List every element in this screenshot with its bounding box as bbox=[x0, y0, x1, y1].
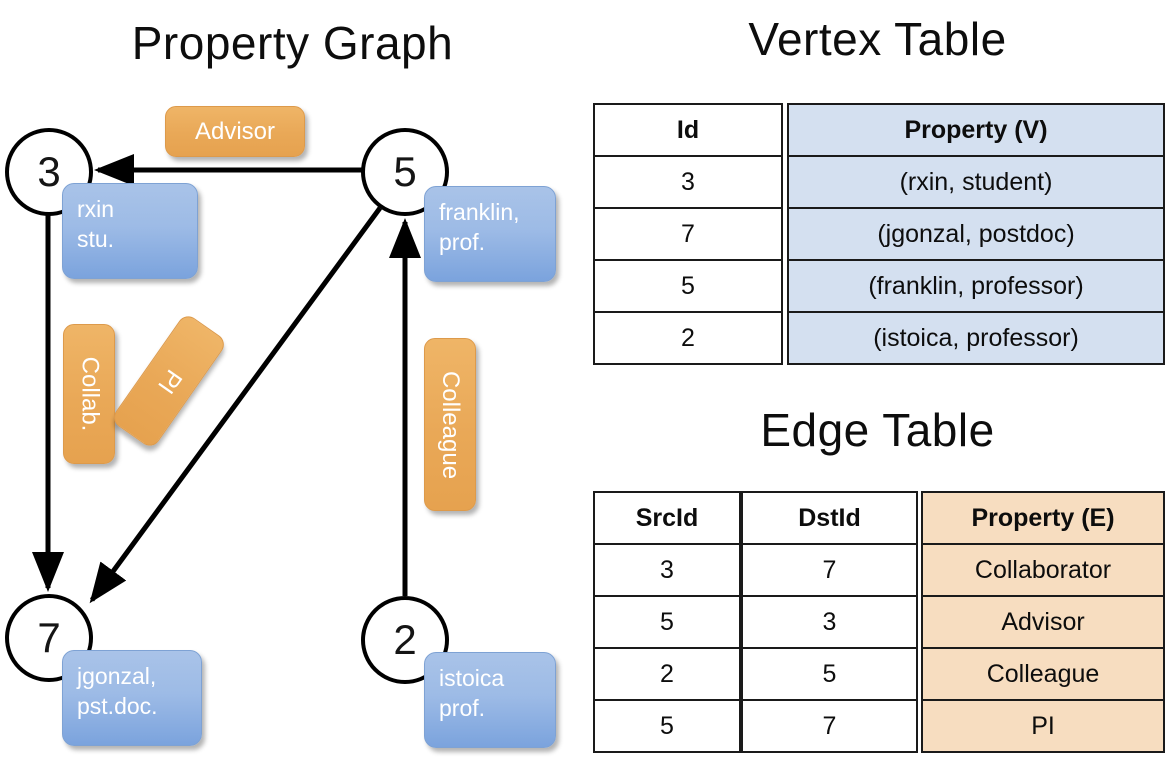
vertex-property-callout-7-line2: pst.doc. bbox=[77, 693, 158, 719]
vertex-table-id-body: Id 3 7 5 2 bbox=[593, 103, 783, 365]
vertex-table-cell-property: (rxin, student) bbox=[787, 155, 1165, 209]
edge-table-cell-property: PI bbox=[921, 699, 1165, 753]
edge-table-cell-srcid: 5 bbox=[593, 699, 741, 753]
vertex-node-7-label: 7 bbox=[37, 614, 61, 661]
vertex-property-callout-3-line1: rxin bbox=[77, 196, 115, 222]
vertex-node-2[interactable]: 2 bbox=[361, 596, 449, 684]
edge-table-dstid-column: DstId 7 3 5 7 bbox=[741, 491, 918, 753]
vertex-node-3-label: 3 bbox=[37, 148, 61, 195]
table-row: Collaborator bbox=[921, 543, 1165, 597]
edge-label-collab: Collab. bbox=[63, 324, 115, 464]
edge-table-header-srcid: SrcId bbox=[593, 491, 741, 545]
vertex-table-cell-id: 7 bbox=[593, 207, 783, 261]
table-row: (istoica, professor) bbox=[787, 311, 1165, 365]
edge-table-dstid-body: DstId 7 3 5 7 bbox=[741, 491, 918, 753]
vertex-property-callout-3: rxin stu. bbox=[62, 183, 198, 279]
vertex-table-cell-id: 3 bbox=[593, 155, 783, 209]
vertex-table-cell-property: (franklin, professor) bbox=[787, 259, 1165, 313]
vertex-table-header-property: Property (V) bbox=[787, 103, 1165, 157]
vertex-table-header-id: Id bbox=[593, 103, 783, 157]
vertex-table-cell-property: (jgonzal, postdoc) bbox=[787, 207, 1165, 261]
vertex-property-callout-5: franklin, prof. bbox=[424, 186, 556, 282]
table-row: 5 bbox=[593, 699, 741, 753]
table-row: Colleague bbox=[921, 647, 1165, 701]
vertex-property-callout-2-line2: prof. bbox=[439, 695, 486, 721]
edge-table-property-body: Property (E) Collaborator Advisor Collea… bbox=[921, 491, 1165, 753]
table-header-row: Property (E) bbox=[921, 491, 1165, 545]
vertex-node-5[interactable]: 5 bbox=[361, 128, 449, 216]
vertex-table-property-column: Property (V) (rxin, student) (jgonzal, p… bbox=[787, 103, 1165, 365]
table-row: 7 bbox=[741, 699, 918, 753]
table-row: 3 bbox=[593, 543, 741, 597]
vertex-table-id-column: Id 3 7 5 2 bbox=[593, 103, 783, 365]
vertex-node-2-label: 2 bbox=[393, 616, 417, 663]
vertex-property-callout-7-line1: jgonzal, bbox=[77, 663, 157, 689]
table-row: 7 bbox=[593, 207, 783, 261]
edge-table-cell-dstid: 7 bbox=[741, 699, 918, 753]
table-row: 7 bbox=[741, 543, 918, 597]
vertex-table-cell-id: 5 bbox=[593, 259, 783, 313]
property-graph-diagram: 3 5 7 2 rxin stu. franklin, prof. jgonza… bbox=[5, 106, 556, 748]
vertex-table-property-body: Property (V) (rxin, student) (jgonzal, p… bbox=[787, 103, 1165, 365]
edge-table-cell-srcid: 3 bbox=[593, 543, 741, 597]
vertex-table-cell-property: (istoica, professor) bbox=[787, 311, 1165, 365]
edge-table-cell-property: Colleague bbox=[921, 647, 1165, 701]
vertex-node-5-label: 5 bbox=[393, 148, 417, 195]
table-row: (jgonzal, postdoc) bbox=[787, 207, 1165, 261]
table-header-row: Property (V) bbox=[787, 103, 1165, 157]
edge-label-advisor-text: Advisor bbox=[194, 117, 276, 145]
table-row: 3 bbox=[593, 155, 783, 209]
vertex-property-callout-7: jgonzal, pst.doc. bbox=[62, 650, 202, 746]
table-row: (franklin, professor) bbox=[787, 259, 1165, 313]
edge-table-cell-property: Collaborator bbox=[921, 543, 1165, 597]
edge-table-property-column: Property (E) Collaborator Advisor Collea… bbox=[921, 491, 1165, 753]
page-title-vertex-table: Vertex Table bbox=[748, 13, 1007, 65]
edge-table-cell-property: Advisor bbox=[921, 595, 1165, 649]
table-row: PI bbox=[921, 699, 1165, 753]
edge-5-to-7-pi bbox=[89, 206, 383, 604]
table-header-row: DstId bbox=[741, 491, 918, 545]
edge-table-srcid-column: SrcId 3 5 2 5 bbox=[593, 491, 741, 753]
edge-label-colleague: Colleague bbox=[424, 338, 476, 511]
edge-label-collab-text: Collab. bbox=[76, 356, 103, 432]
edge-table-cell-dstid: 7 bbox=[741, 543, 918, 597]
vertex-property-callout-2-line1: istoica bbox=[439, 665, 505, 691]
table-row: (rxin, student) bbox=[787, 155, 1165, 209]
edge-table-header-property: Property (E) bbox=[921, 491, 1165, 545]
table-row: 2 bbox=[593, 311, 783, 365]
vertex-property-callout-5-line2: prof. bbox=[439, 229, 486, 255]
edge-table-header-dstid: DstId bbox=[741, 491, 918, 545]
vertex-property-callout-5-line1: franklin, bbox=[439, 199, 520, 225]
edge-table-cell-dstid: 5 bbox=[741, 647, 918, 701]
edge-table-cell-srcid: 2 bbox=[593, 647, 741, 701]
table-row: 5 bbox=[593, 259, 783, 313]
edge-label-advisor: Advisor bbox=[165, 106, 305, 157]
edge-label-pi-text: PI bbox=[151, 364, 187, 399]
vertex-property-callout-3-line2: stu. bbox=[77, 226, 115, 252]
table-header-row: SrcId bbox=[593, 491, 741, 545]
vertex-property-callout-2: istoica prof. bbox=[424, 652, 556, 748]
edge-table-srcid-body: SrcId 3 5 2 5 bbox=[593, 491, 741, 753]
edge-table-cell-srcid: 5 bbox=[593, 595, 741, 649]
page-title-property-graph: Property Graph bbox=[131, 17, 454, 69]
graph-edges-svg bbox=[32, 154, 421, 604]
table-header-row: Id bbox=[593, 103, 783, 157]
edge-label-colleague-text: Colleague bbox=[437, 370, 464, 479]
table-row: 5 bbox=[593, 595, 741, 649]
table-row: Advisor bbox=[921, 595, 1165, 649]
vertex-table-cell-id: 2 bbox=[593, 311, 783, 365]
table-row: 3 bbox=[741, 595, 918, 649]
page-title-edge-table: Edge Table bbox=[760, 404, 995, 456]
table-row: 2 bbox=[593, 647, 741, 701]
edge-table-cell-dstid: 3 bbox=[741, 595, 918, 649]
table-row: 5 bbox=[741, 647, 918, 701]
